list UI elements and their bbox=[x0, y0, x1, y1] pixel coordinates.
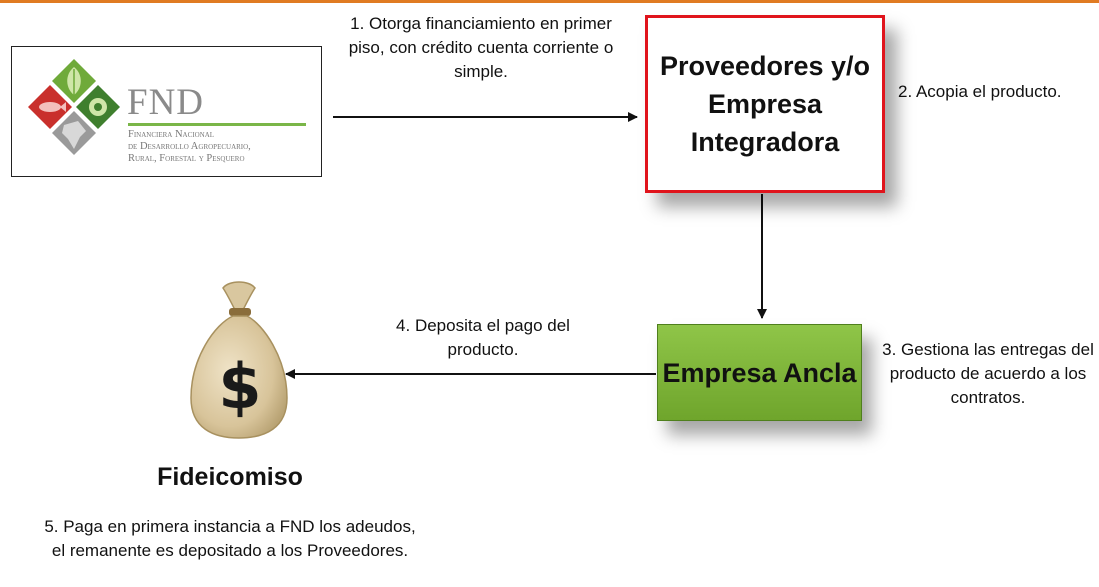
step-1-label: 1. Otorga financiamiento en primer piso,… bbox=[348, 14, 614, 81]
empresa-ancla-title: Empresa Ancla bbox=[662, 357, 857, 388]
step-5-label: 5. Paga en primera instancia a FND los a… bbox=[44, 517, 416, 560]
proveedores-node: Proveedores y/o Empresa Integradora bbox=[645, 15, 885, 193]
empresa-ancla-node: Empresa Ancla bbox=[657, 324, 862, 421]
logo-subtitle-line-1: Financiera Nacional bbox=[128, 129, 215, 140]
svg-text:$: $ bbox=[218, 350, 261, 423]
step-4-label: 4. Deposita el pago del producto. bbox=[396, 316, 570, 359]
proveedores-title: Proveedores y/o Empresa Integradora bbox=[659, 51, 871, 157]
fideicomiso-title: Fideicomiso bbox=[157, 463, 303, 491]
step-3-label: 3. Gestiona las entregas del producto de… bbox=[882, 340, 1094, 407]
logo-name: FND bbox=[127, 82, 205, 123]
step-2-label: 2. Acopia el producto. bbox=[898, 82, 1062, 101]
logo-subtitle-line-2: de Desarrollo Agropecuario, bbox=[128, 141, 251, 152]
logo-subtitle: Financiera Nacional de Desarrollo Agrope… bbox=[128, 129, 318, 165]
top-accent-rule bbox=[0, 0, 1099, 3]
fnd-diamond-logo-icon bbox=[28, 59, 120, 155]
logo-subtitle-line-3: Rural, Forestal y Pesquero bbox=[128, 153, 245, 164]
fnd-logo-box: FND Financiera Nacional de Desarrollo Ag… bbox=[11, 46, 322, 177]
money-bag-icon: $ bbox=[190, 281, 288, 439]
logo-divider bbox=[128, 123, 306, 126]
